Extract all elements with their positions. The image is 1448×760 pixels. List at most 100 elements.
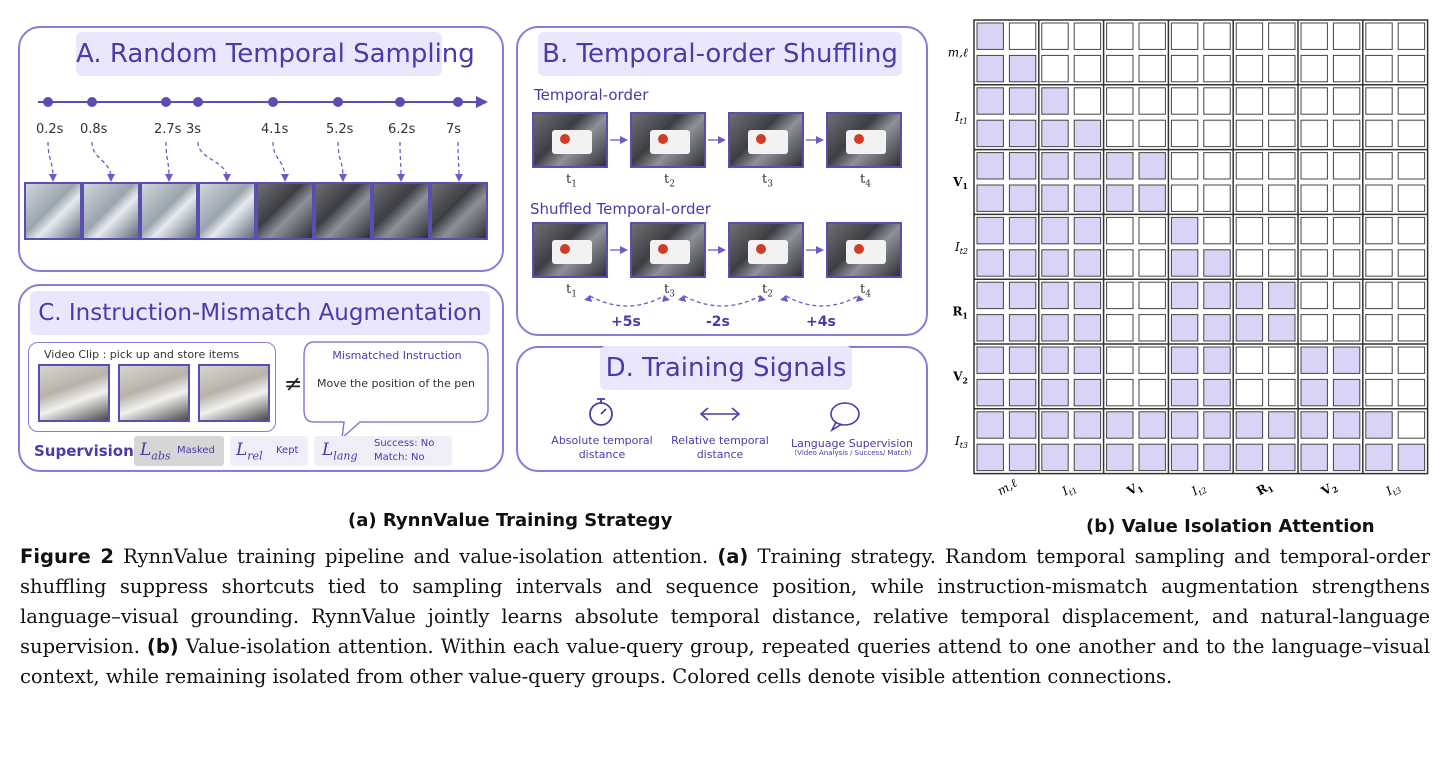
attention-cell (1106, 152, 1134, 180)
attention-cell (1268, 378, 1296, 407)
time-label: t3 (664, 282, 675, 300)
attention-cell (1008, 54, 1037, 83)
attention-cell (1332, 281, 1361, 310)
matrix-col-sub: 1 (1266, 483, 1276, 494)
attention-cell (1300, 346, 1328, 374)
attention-cell (1365, 54, 1393, 83)
timeline-tick-label: 7s (446, 122, 462, 137)
attention-cell (1203, 443, 1231, 472)
attention-cell (976, 378, 1004, 407)
matrix-row-label: R1 (952, 305, 968, 321)
attention-cell (1041, 22, 1069, 50)
timeline-tick-label: 4.1s (261, 122, 289, 137)
attention-cell (1008, 184, 1037, 212)
attention-cell (1397, 443, 1426, 472)
attention-cell (1170, 346, 1199, 374)
attention-cell (1397, 184, 1426, 212)
panel-d-title: D. Training Signals (600, 346, 852, 390)
attention-cell (1332, 184, 1361, 212)
frame-object (658, 134, 668, 144)
attention-cell (1073, 152, 1102, 180)
attention-cell (1397, 314, 1426, 342)
time-letter: t (762, 282, 768, 297)
frame-tray (650, 240, 690, 264)
attention-cell (1300, 314, 1328, 342)
attention-cell (1235, 411, 1264, 439)
attention-cell (976, 249, 1004, 277)
attention-cell (1041, 54, 1069, 83)
not-equal-sign: ≠ (284, 372, 303, 397)
l-rel-tag: Kept (276, 445, 299, 456)
attention-cell (1397, 378, 1426, 407)
attention-cell (1203, 411, 1231, 439)
l-lang-tag-1: Success: No (374, 438, 435, 449)
shuffle-frame (826, 222, 902, 278)
attention-cell (1106, 119, 1134, 148)
time-label: t2 (762, 282, 773, 300)
time-letter: t (664, 282, 670, 297)
speech-bubble (303, 341, 489, 440)
mismatch-title: Mismatched Instruction (332, 349, 462, 362)
matrix-row-sub: t3 (960, 441, 968, 450)
attention-cell (976, 22, 1004, 50)
attention-cell (1365, 152, 1393, 180)
attention-cell (1365, 22, 1393, 50)
attention-cell (1106, 281, 1134, 310)
attention-cell (976, 411, 1004, 439)
attention-cell (976, 443, 1004, 472)
attention-cell (1073, 22, 1102, 50)
attention-cell (1041, 249, 1069, 277)
attention-cell (1106, 216, 1134, 245)
attention-cell (1170, 281, 1199, 310)
matrix-row-label: It3 (954, 434, 968, 450)
signal-language-sub: (Video Analysis / Success/ Match) (794, 449, 912, 457)
matrix-col-label: It3 (1383, 480, 1403, 501)
matrix-col-sub: t3 (1391, 486, 1403, 498)
time-label: t1 (566, 172, 577, 190)
attention-cell (1073, 346, 1102, 374)
time-sub: 4 (865, 179, 871, 190)
panel-temporal-order-shuffling (516, 26, 928, 336)
l-abs-letter: L (140, 440, 152, 460)
attention-cell (1041, 378, 1069, 407)
attention-cell (1365, 346, 1393, 374)
time-letter: t (664, 172, 670, 187)
time-letter: t (566, 282, 572, 297)
attention-cell (1203, 314, 1231, 342)
attention-cell (1073, 216, 1102, 245)
attention-cell (1073, 411, 1102, 439)
attention-cell (1170, 119, 1199, 148)
attention-cell (1203, 184, 1231, 212)
attention-cell (1008, 216, 1037, 245)
sampled-frame (256, 182, 314, 240)
double-arrow-icon (699, 407, 741, 421)
attention-cell (1203, 119, 1231, 148)
attention-cell (1203, 54, 1231, 83)
attention-cell (1138, 281, 1166, 310)
attention-cell (1300, 54, 1328, 83)
attention-cell (1365, 249, 1393, 277)
l-rel-chip (230, 436, 308, 466)
attention-cell (1008, 152, 1037, 180)
temporal-order-label: Temporal-order (534, 86, 649, 104)
signal-absolute: Absolute temporal distance (551, 434, 653, 461)
video-clip-box (28, 342, 276, 432)
attention-cell (1073, 314, 1102, 342)
timeline-tick-label: 0.8s (80, 122, 108, 137)
attention-cell (1365, 281, 1393, 310)
attention-cell (976, 87, 1004, 115)
attention-cell (1203, 216, 1231, 245)
signal-language: Language Supervision (790, 437, 914, 450)
signal-relative: Relative temporal distance (671, 434, 769, 461)
time-label: t4 (860, 282, 871, 300)
attention-cell (1073, 281, 1102, 310)
time-label: t1 (566, 282, 577, 300)
attention-cell (1041, 411, 1069, 439)
matrix-row-sub: 2 (962, 375, 968, 385)
attention-cell (1170, 54, 1199, 83)
matrix-col-sub: 2 (1330, 484, 1340, 495)
l-rel-symbol: Lrel (236, 440, 263, 462)
attention-cell (1203, 281, 1231, 310)
attention-cell (1041, 216, 1069, 245)
shuffle-frame (826, 112, 902, 168)
